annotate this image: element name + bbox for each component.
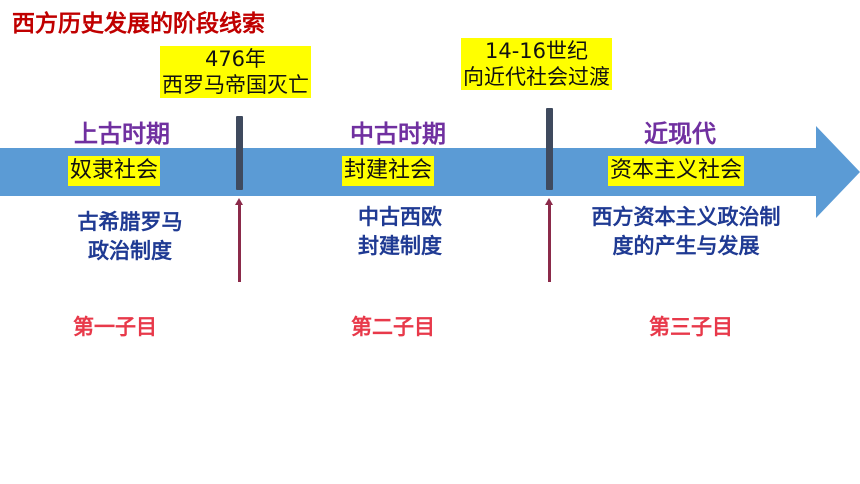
subsection-3[interactable]: 第三子目 xyxy=(649,315,733,339)
desc-modern-line2: 度的产生与发展 xyxy=(612,234,760,258)
desc-ancient-line1: 古希腊罗马 xyxy=(77,210,183,234)
milestone-476: 476年 西罗马帝国灭亡 xyxy=(160,46,311,98)
milestone-14-16-date: 14-16世纪 xyxy=(484,39,589,63)
page-title: 西方历史发展的阶段线索 xyxy=(12,11,265,37)
divider-476 xyxy=(236,116,243,190)
desc-modern: 西方资本主义政治制 度的产生与发展 xyxy=(566,203,806,261)
desc-medieval-line2: 封建制度 xyxy=(358,234,442,258)
pointer-arrow-1 xyxy=(235,198,243,282)
milestone-476-event: 西罗马帝国灭亡 xyxy=(162,73,309,97)
subsection-2[interactable]: 第二子目 xyxy=(351,315,435,339)
period-medieval: 中古时期 xyxy=(350,120,446,148)
period-ancient: 上古时期 xyxy=(74,120,170,148)
society-slave: 奴隶社会 xyxy=(68,156,161,186)
desc-modern-line1: 西方资本主义政治制 xyxy=(591,205,781,229)
milestone-14-16: 14-16世纪 向近代社会过渡 xyxy=(461,38,612,90)
desc-medieval: 中古西欧 封建制度 xyxy=(320,203,480,261)
milestone-476-date: 476年 xyxy=(204,47,267,71)
desc-ancient-line2: 政治制度 xyxy=(88,239,172,263)
desc-ancient: 古希腊罗马 政治制度 xyxy=(50,208,210,266)
period-modern: 近现代 xyxy=(644,120,716,148)
desc-medieval-line1: 中古西欧 xyxy=(358,205,442,229)
pointer-arrow-2 xyxy=(545,198,553,282)
society-feudal: 封建社会 xyxy=(342,156,435,186)
milestone-14-16-event: 向近代社会过渡 xyxy=(463,65,610,89)
society-capitalist: 资本主义社会 xyxy=(608,156,745,186)
divider-14-16 xyxy=(546,108,553,190)
subsection-1[interactable]: 第一子目 xyxy=(73,315,157,339)
